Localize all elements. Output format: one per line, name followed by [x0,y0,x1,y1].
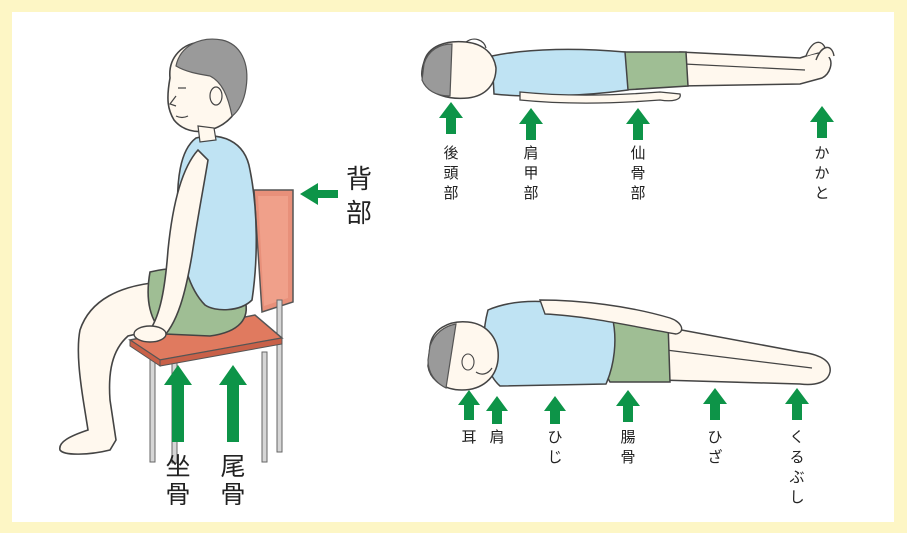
arrow-heel [810,106,834,138]
label-seat1-char-1: 坐 [165,452,190,481]
svg-text:腸: 腸 [620,428,635,446]
svg-text:仙: 仙 [630,144,645,162]
lateral-labels: 耳肩ひじ腸骨ひざくるぶし [461,428,804,506]
svg-text:部: 部 [630,184,645,202]
svg-text:か: か [814,164,829,182]
arrow-ilium [616,390,640,422]
svg-text:ぶ: ぶ [789,468,804,486]
supine-label-1: 後頭部 [443,144,458,202]
label-seat2-char-1: 尾 [220,452,245,481]
arrow-elbow [544,396,566,424]
svg-text:耳: 耳 [461,428,476,446]
lateral-label-2: 肩 [489,428,504,446]
arrow-seat-right [219,365,247,442]
svg-text:く: く [789,428,804,446]
svg-text:後: 後 [443,144,458,162]
label-seat2-char-2: 骨 [220,480,245,509]
lateral-label-3: ひじ [547,428,562,466]
arrow-shoulder [486,396,508,424]
arrow-scapula [519,108,543,140]
svg-text:部: 部 [523,184,538,202]
arrow-knee [703,388,727,420]
svg-text:る: る [789,448,804,466]
arrow-ankle [785,388,809,420]
lateral-figure [428,300,830,390]
lateral-label-4: 腸骨 [620,428,635,466]
arrow-back [300,183,338,205]
svg-text:じ: じ [547,448,562,466]
svg-text:ひ: ひ [547,428,562,446]
svg-text:骨: 骨 [620,448,635,466]
arrow-occiput [439,102,463,134]
svg-text:か: か [814,144,829,162]
svg-text:甲: 甲 [523,164,538,182]
label-back-char-1: 背 [346,165,372,195]
supine-figure [422,39,834,103]
label-back-char-2: 部 [346,199,372,229]
svg-text:部: 部 [443,184,458,202]
supine-label-4: かかと [814,144,829,202]
svg-text:頭: 頭 [443,164,458,182]
label-seat1-char-2: 骨 [165,480,190,509]
svg-text:肩: 肩 [489,428,504,446]
svg-text:ざ: ざ [707,448,722,466]
svg-text:と: と [814,184,829,202]
arrow-sacrum [626,108,650,140]
supine-label-2: 肩甲部 [523,144,538,202]
svg-text:ひ: ひ [707,428,722,446]
arrow-ear [458,390,480,420]
lateral-label-1: 耳 [461,428,476,446]
svg-text:骨: 骨 [630,164,645,182]
supine-label-3: 仙骨部 [630,144,645,202]
lateral-label-5: ひざ [707,428,722,466]
arrow-seat-left [164,365,192,442]
svg-text:肩: 肩 [523,144,538,162]
svg-text:し: し [789,488,804,506]
